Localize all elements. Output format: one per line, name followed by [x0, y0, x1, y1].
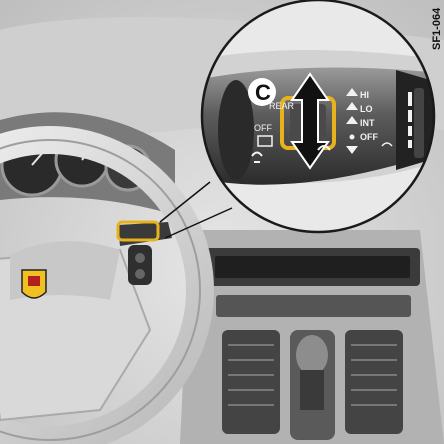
- callout-letter: C: [255, 80, 271, 105]
- position-off: OFF: [360, 132, 378, 142]
- position-lo: LO: [360, 104, 373, 114]
- position-int: INT: [360, 118, 375, 128]
- figure-code: SF1-064: [431, 7, 443, 50]
- center-console: [180, 230, 444, 444]
- position-hi: HI: [360, 90, 369, 100]
- rear-label: REAR: [269, 101, 295, 111]
- porsche-crest-logo: [22, 270, 46, 298]
- rear-off-label: OFF: [254, 123, 272, 133]
